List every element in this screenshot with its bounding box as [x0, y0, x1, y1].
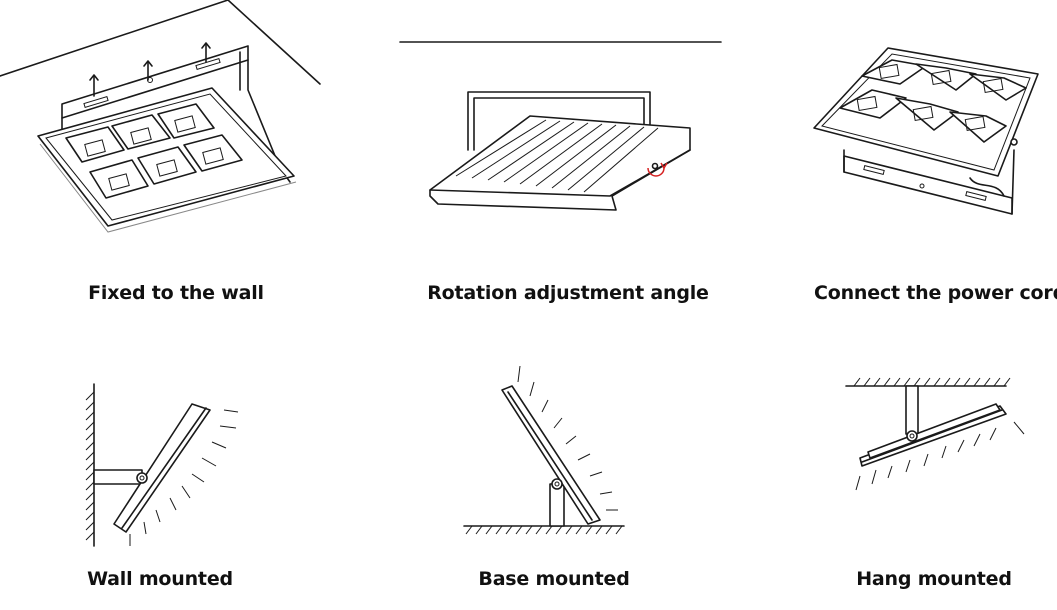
bracket-slot [863, 165, 885, 175]
caption-rotation-adjustment: Rotation adjustment angle [427, 282, 709, 304]
bracket-slot [965, 191, 987, 201]
ground-hatching [465, 525, 623, 535]
wall-hatching [85, 391, 95, 541]
pivot-bolt [1010, 138, 1018, 146]
panel-base-mounted: Base mounted [450, 360, 670, 590]
panel-fixed-to-wall: Fixed to the wall [0, 0, 340, 304]
caption-base-mounted: Base mounted [478, 568, 630, 590]
fixed-to-wall-illustration [0, 0, 321, 233]
base-mounted-illustration [463, 365, 625, 535]
wall-mounted-illustration [85, 383, 239, 547]
led-module-grid [65, 103, 243, 199]
hanging-rod [905, 385, 919, 435]
light-rays [129, 409, 239, 546]
pivot-joint [906, 430, 918, 442]
ceiling-hatching [853, 377, 1011, 387]
light-rays [517, 365, 618, 511]
wall-arm [93, 469, 143, 485]
panel-hang-mounted: Hang mounted [830, 370, 1057, 590]
ceiling-line [0, 0, 321, 85]
pivot-joint [551, 478, 563, 490]
floodlight-housing [429, 115, 691, 211]
led-module-grid [839, 59, 1027, 143]
panel-wall-mounted: Wall mounted [60, 370, 280, 590]
cooling-fins [455, 119, 659, 193]
panel-connect-power-cord: Connect the power cord [800, 0, 1057, 304]
bracket-hole [919, 183, 925, 189]
bracket-slot [83, 95, 109, 109]
bracket-slot [195, 57, 221, 71]
panel-rotation-adjustment: Rotation adjustment angle [390, 0, 730, 304]
pivot-joint [136, 472, 148, 484]
hang-mounted-illustration [845, 377, 1025, 491]
rotation-arrow-icon [647, 167, 665, 177]
upward-arrow-icon [89, 42, 211, 97]
caption-connect-power-cord: Connect the power cord [814, 282, 1057, 304]
caption-wall-mounted: Wall mounted [87, 568, 233, 590]
power-cord [969, 177, 1005, 197]
pivot-bolt [651, 162, 659, 170]
rotation-illustration [399, 41, 722, 211]
caption-hang-mounted: Hang mounted [856, 568, 1012, 590]
light-rays [855, 421, 1025, 491]
base-stand [549, 483, 565, 527]
caption-fixed-to-wall: Fixed to the wall [88, 282, 264, 304]
power-cord-illustration [813, 47, 1039, 215]
